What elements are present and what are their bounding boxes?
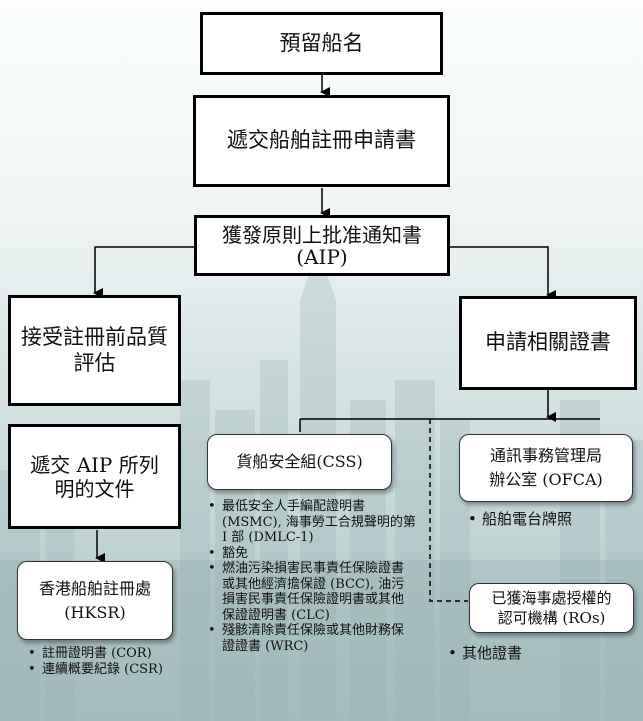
ros-label-1: 已獲海事處授權的 bbox=[491, 588, 612, 607]
ros-label-2: 認可機構 (ROs) bbox=[497, 609, 606, 627]
step-reserve-name: 預留船名 bbox=[200, 12, 443, 75]
step-submit-application-label: 遞交船舶註冊申請書 bbox=[227, 128, 416, 153]
branch-left bbox=[93, 246, 195, 298]
hksr-label-1: 香港船舶註冊處 bbox=[38, 578, 151, 598]
step-aip-label-2: (AIP) bbox=[296, 244, 348, 269]
css-box: 貨船安全組(CSS) bbox=[207, 434, 392, 490]
step-pre-registration-assessment: 接受註冊前品質 評估 bbox=[8, 295, 181, 406]
step-aip: 獲發原則上批准通知書 (AIP) bbox=[194, 215, 450, 276]
ofca-cert-list: 船舶電台牌照 bbox=[466, 511, 636, 528]
step-submit-aip-documents: 遞交 AIP 所列 明的文件 bbox=[8, 424, 181, 529]
list-item: 其他證書 bbox=[446, 645, 596, 662]
ros-cert-list: 其他證書 bbox=[446, 645, 596, 662]
ofca-box: 通訊事務管理局 辦公室 (OFCA) bbox=[459, 434, 633, 502]
apply-certs-label: 申請相關證書 bbox=[485, 330, 611, 355]
css-label: 貨船安全組(CSS) bbox=[236, 452, 363, 472]
list-item: 豁免 bbox=[206, 546, 416, 562]
pre-reg-label-2: 評估 bbox=[73, 350, 116, 375]
branch-right bbox=[449, 246, 556, 300]
hksr-label-2: (HKSR) bbox=[64, 602, 126, 622]
ros-box: 已獲海事處授權的 認可機構 (ROs) bbox=[469, 583, 634, 633]
css-cert-list: 最低安全人手編配證明書 (MSMC), 海事勞工合規聲明的第 I 部 (DMLC… bbox=[206, 499, 416, 654]
step-apply-certificates: 申請相關證書 bbox=[459, 296, 637, 390]
step-reserve-name-label: 預留船名 bbox=[279, 30, 364, 55]
step-submit-application: 遞交船舶註冊申請書 bbox=[193, 95, 450, 187]
dashed-to-ros bbox=[429, 419, 468, 602]
ofca-label-2: 辦公室 (OFCA) bbox=[489, 470, 603, 489]
submit-docs-label-1: 遞交 AIP 所列 bbox=[30, 452, 159, 477]
list-item: 船舶電台牌照 bbox=[466, 511, 636, 528]
pre-reg-label-1: 接受註冊前品質 bbox=[21, 325, 168, 350]
ofca-label-1: 通訊事務管理局 bbox=[489, 446, 602, 465]
list-item: 連續概要紀錄 (CSR) bbox=[26, 662, 166, 678]
step-aip-label-1: 獲發原則上批准通知書 bbox=[222, 222, 422, 247]
list-item: 最低安全人手編配證明書 (MSMC), 海事勞工合規聲明的第 I 部 (DMLC… bbox=[206, 499, 416, 546]
list-item: 註冊證明書 (COR) bbox=[26, 646, 166, 662]
hksr-box: 香港船舶註冊處 (HKSR) bbox=[17, 561, 173, 640]
submit-docs-label-2: 明的文件 bbox=[54, 476, 135, 501]
list-item: 燃油污染損害民事責任保險證書或其他經濟擔保證 (BCC), 油污損害民事責任保險… bbox=[206, 561, 416, 623]
hksr-cert-list: 註冊證明書 (COR) 連續概要紀錄 (CSR) bbox=[26, 646, 166, 677]
list-item: 殘骸清除責任保險或其他財務保證證書 (WRC) bbox=[206, 623, 416, 654]
